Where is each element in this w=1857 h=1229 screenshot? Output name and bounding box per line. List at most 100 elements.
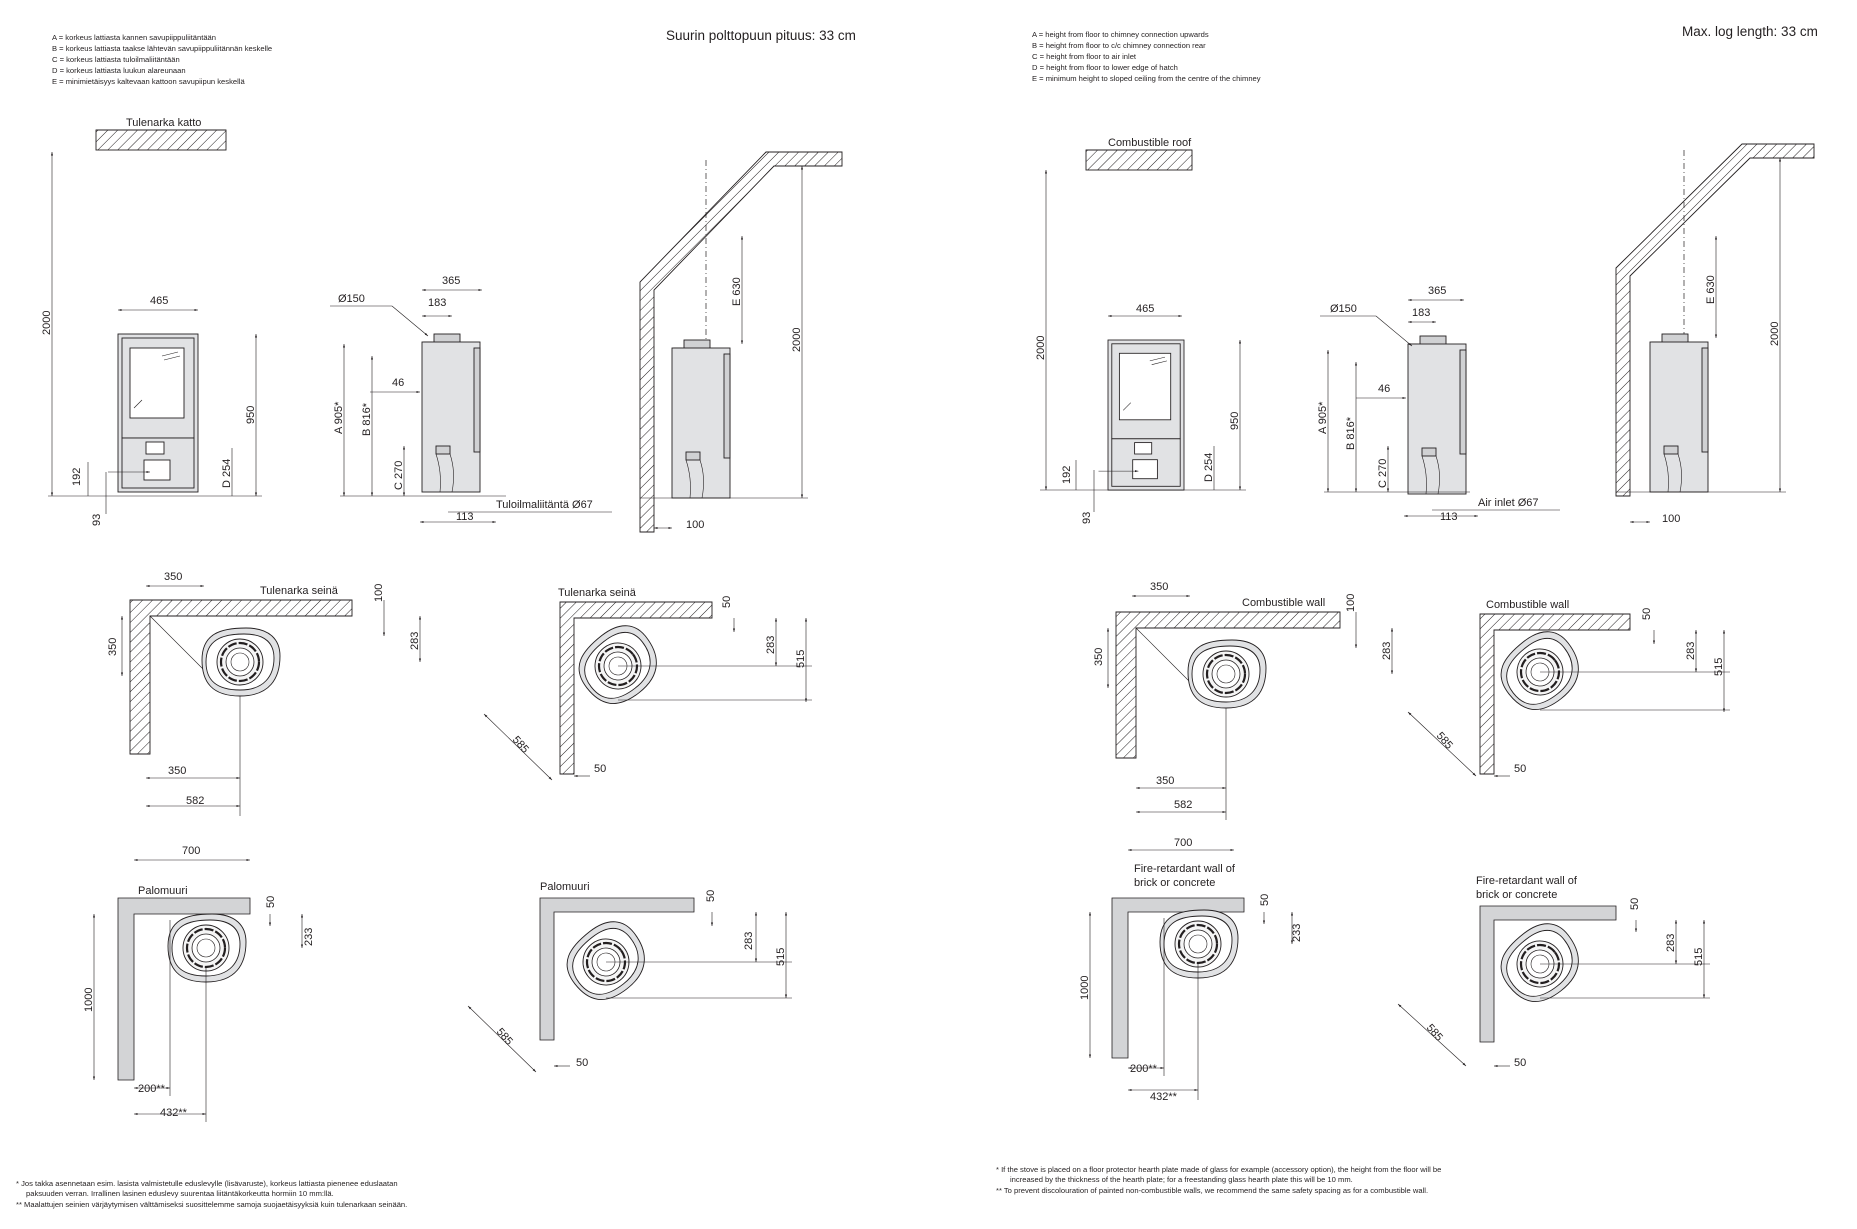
dim-233-fi: 233 — [303, 928, 315, 946]
dim-350-bottom-fi: 350 — [168, 765, 186, 777]
dim-465-en: 465 — [1136, 303, 1154, 315]
dim-585-fi: 585 — [510, 734, 531, 756]
dim-A905-en: A 905* — [1317, 401, 1329, 434]
dim-585-en: 585 — [1434, 730, 1455, 752]
roof-label-en: Combustible roof — [1108, 137, 1192, 149]
dim-700-fi: 700 — [182, 845, 200, 857]
dim-2000-slope-fi: 2000 — [791, 328, 803, 352]
dim-50-bottom-en: 50 — [1514, 763, 1526, 775]
dim-50-side-fi: 50 — [721, 596, 733, 608]
dim-E630-en: E 630 — [1705, 275, 1717, 304]
firewall-label-2a-en: Fire-retardant wall of — [1476, 875, 1578, 887]
dim-515-fi: 515 — [795, 650, 807, 668]
wall-label-2-fi: Tulenarka seinä — [558, 587, 637, 599]
dim-100-fi: 100 — [686, 519, 704, 531]
wall-label-1-en: Combustible wall — [1242, 597, 1325, 609]
legend-en: A = height from floor to chimney connect… — [1032, 30, 1261, 83]
log-length-fi: Suurin polttopuun pituus: 33 cm — [666, 28, 856, 43]
dim-515-en: 515 — [1713, 658, 1725, 676]
plan-firewall-straight-fi: Palomuuri 700 1000 50 233 200** 432** — [83, 845, 315, 1122]
stove-top-icon — [200, 626, 282, 698]
hatch-pattern-icon — [95, 129, 227, 151]
stove-side-icon — [421, 333, 481, 493]
dim-100-plan-fi: 100 — [373, 584, 385, 602]
dim-113-en: 113 — [1440, 511, 1458, 523]
note-fi-3: ** Maalattujen seinien värjäytymisen väl… — [16, 1200, 407, 1209]
dim-350-bottom-en: 350 — [1156, 775, 1174, 787]
legend-fi-a: A = korkeus lattiasta kannen savupiippul… — [52, 33, 216, 42]
dim-150-fi: Ø150 — [338, 293, 365, 305]
dim-2000-fi: 2000 — [41, 311, 53, 335]
dim-365-en: 365 — [1428, 285, 1446, 297]
stove-front-icon — [108, 334, 198, 492]
dim-283-fw-fi: 283 — [743, 932, 755, 950]
dim-950-en: 950 — [1229, 412, 1241, 430]
dim-C270-fi: C 270 — [393, 461, 405, 490]
legend-en-a: A = height from floor to chimney connect… — [1032, 30, 1209, 39]
dim-283-fi: 283 — [409, 632, 421, 650]
dim-C270-en: C 270 — [1377, 459, 1389, 488]
dim-183-en: 183 — [1412, 307, 1430, 319]
dim-2000-slope-en: 2000 — [1769, 322, 1781, 346]
dim-465-fi: 465 — [150, 295, 168, 307]
dim-46-fi: 46 — [392, 377, 404, 389]
notes-en: * If the stove is placed on a floor prot… — [996, 1165, 1441, 1195]
dim-515-fw-en: 515 — [1693, 948, 1705, 966]
dim-1000-fi: 1000 — [83, 988, 95, 1012]
plan-firewall-diagonal-fi: Palomuuri 50 283 515 585 50 — [467, 881, 792, 1073]
dim-350-top-fi: 350 — [164, 571, 182, 583]
front-elevation-en: Combustible roof 2000 465 950 D 254 192 … — [1035, 137, 1246, 524]
legend-fi-d: D = korkeus lattiasta luukun alareunaan — [52, 66, 186, 75]
legend-en-b: B = height from floor to c/c chimney con… — [1032, 41, 1206, 50]
dim-192-fi: 192 — [71, 468, 83, 486]
plan-wall-straight-fi: Tulenarka seinä 350 350 100 283 350 582 — [107, 571, 422, 816]
legend-fi-c: C = korkeus lattiasta tuloilmaliitäntään — [52, 55, 180, 64]
dim-50-bottom-fi: 50 — [594, 763, 606, 775]
dim-585-fw-en: 585 — [1424, 1022, 1445, 1044]
dim-50-fw2-en: 50 — [1629, 898, 1641, 910]
dim-50-side-en: 50 — [1641, 608, 1653, 620]
dim-515-fw-fi: 515 — [775, 948, 787, 966]
dim-283-diag-en: 283 — [1685, 642, 1697, 660]
dim-D254-fi: D 254 — [221, 459, 233, 488]
plan-wall-straight-en: Combustible wall 350 350 100 283 350 582 — [1093, 581, 1394, 820]
log-length-en: Max. log length: 33 cm — [1682, 24, 1818, 39]
dim-50-fw-fi: 50 — [265, 896, 277, 908]
dim-50-fw2-fi: 50 — [705, 890, 717, 902]
wall-label-1-fi: Tulenarka seinä — [260, 585, 339, 597]
note-fi-2: paksuuden verran. Irrallinen lasinen edu… — [26, 1189, 334, 1198]
firewall-label-2-fi: Palomuuri — [540, 881, 590, 893]
dim-582-fi: 582 — [186, 795, 204, 807]
note-en-2: increased by the thickness of the hearth… — [1010, 1175, 1353, 1184]
air-inlet-fi: Tuloilmaliitäntä Ø67 — [496, 499, 593, 511]
dim-432-en: 432** — [1150, 1091, 1178, 1103]
dim-365-fi: 365 — [442, 275, 460, 287]
plan-firewall-straight-en: Fire-retardant wall of brick or concrete… — [1079, 837, 1303, 1103]
dim-700-en: 700 — [1174, 837, 1192, 849]
dim-93-fi: 93 — [91, 514, 103, 526]
dim-200-fi: 200** — [138, 1083, 166, 1095]
legend-en-d: D = height from floor to lower edge of h… — [1032, 63, 1178, 72]
side-elevation-en: 365 183 Ø150 A 905* B 816* 46 C 270 113 … — [1317, 285, 1560, 523]
plan-wall-diagonal-en: Combustible wall 50 283 515 585 50 — [1407, 599, 1730, 778]
note-fi-1: * Jos takka asennetaan esim. lasista val… — [16, 1179, 398, 1188]
panel-finnish: A = korkeus lattiasta kannen savupiippul… — [16, 28, 856, 1209]
plan-firewall-diagonal-en: Fire-retardant wall of brick or concrete… — [1397, 875, 1710, 1069]
dim-192-en: 192 — [1061, 466, 1073, 484]
dim-E630-fi: E 630 — [731, 277, 743, 306]
dim-150-en: Ø150 — [1330, 303, 1357, 315]
wall-label-2-en: Combustible wall — [1486, 599, 1569, 611]
panel-english: A = height from floor to chimney connect… — [996, 24, 1818, 1195]
dim-585-fw-fi: 585 — [494, 1026, 515, 1048]
side-elevation-fi: 365 183 Ø150 A 905* B 816* 46 C 270 113 … — [330, 275, 612, 524]
dim-1000-en: 1000 — [1079, 976, 1091, 1000]
dim-A905-fi: A 905* — [333, 401, 345, 434]
dim-50-fw-en: 50 — [1259, 894, 1271, 906]
dim-113-fi: 113 — [456, 511, 474, 523]
roof-label-fi: Tulenarka katto — [126, 117, 201, 129]
firewall-label-1-fi: Palomuuri — [138, 885, 188, 897]
dim-283-diag-fi: 283 — [765, 636, 777, 654]
dim-B816-fi: B 816* — [361, 402, 373, 436]
air-inlet-en: Air inlet Ø67 — [1478, 497, 1539, 509]
dim-50-fw3-en: 50 — [1514, 1057, 1526, 1069]
